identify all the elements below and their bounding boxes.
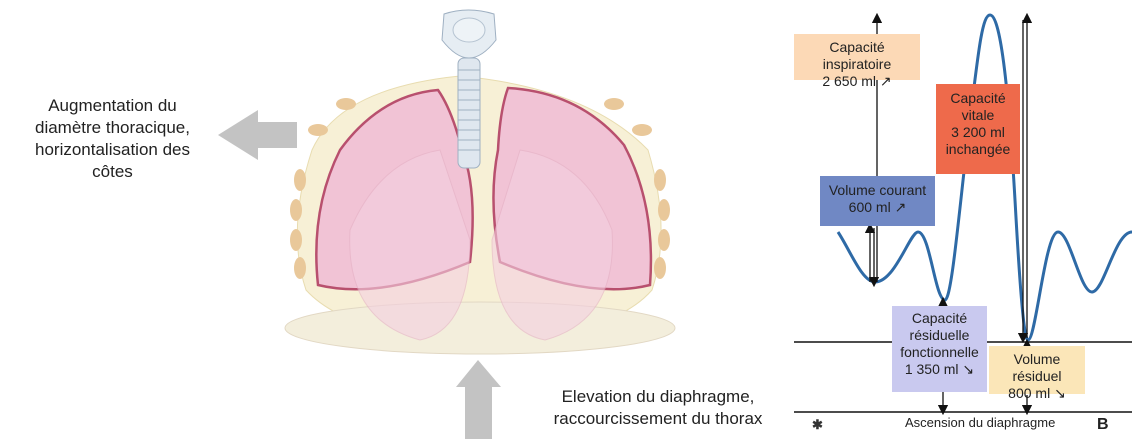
box-label: vitale xyxy=(936,107,1020,124)
lung-illustration xyxy=(285,10,675,354)
left-caption-line: diamètre thoracique, xyxy=(0,117,225,139)
left-arrow xyxy=(218,110,297,160)
volume-residuel-box: Volume résiduel 800 ml ↘ xyxy=(989,346,1085,394)
bottom-caption: Elevation du diaphragme, raccourcissemen… xyxy=(528,386,788,430)
publisher-logo-icon: ✱ xyxy=(812,417,823,433)
panel-letter: B xyxy=(1097,416,1109,434)
volume-courant-box: Volume courant 600 ml ↗ xyxy=(820,176,935,226)
box-label: Capacité xyxy=(892,310,987,327)
left-caption-line: Augmentation du xyxy=(0,95,225,117)
box-value: 3 200 ml xyxy=(936,124,1020,141)
bottom-caption-line: raccourcissement du thorax xyxy=(528,408,788,430)
left-caption-line: côtes xyxy=(0,161,225,183)
left-caption-line: horizontalisation des xyxy=(0,139,225,161)
left-caption: Augmentation du diamètre thoracique, hor… xyxy=(0,95,225,183)
box-value: 600 ml ↗ xyxy=(820,199,935,216)
axis-label: Ascension du diaphragme xyxy=(905,415,1055,430)
box-value: 2 650 ml ↗ xyxy=(794,73,920,90)
capacite-residuelle-fonctionnelle-box: Capacité résiduelle fonctionnelle 1 350 … xyxy=(892,306,987,392)
box-value: 800 ml ↘ xyxy=(989,385,1085,402)
capacite-vitale-box: Capacité vitale 3 200 ml inchangée xyxy=(936,84,1020,174)
capacite-inspiratoire-box: Capacité inspiratoire 2 650 ml ↗ xyxy=(794,34,920,80)
box-label: inchangée xyxy=(936,141,1020,158)
box-label: Volume courant xyxy=(820,182,935,199)
box-value: 1 350 ml ↘ xyxy=(892,361,987,378)
box-label: Capacité inspiratoire xyxy=(794,39,920,73)
box-label: fonctionnelle xyxy=(892,344,987,361)
box-label: résiduelle xyxy=(892,327,987,344)
box-label: Volume résiduel xyxy=(989,351,1085,385)
up-arrow xyxy=(456,360,501,439)
bottom-caption-line: Elevation du diaphragme, xyxy=(528,386,788,408)
box-label: Capacité xyxy=(936,90,1020,107)
